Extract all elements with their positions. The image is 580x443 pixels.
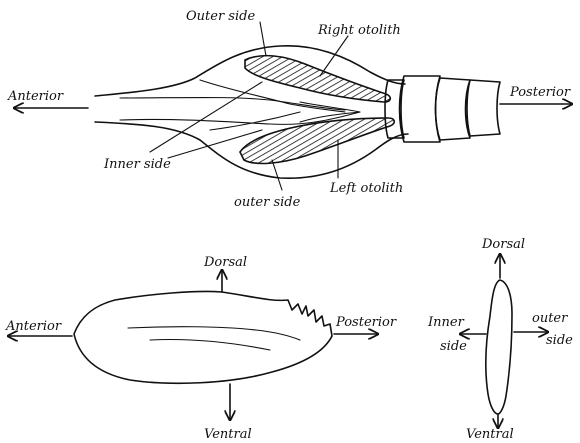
posterior-label-top: Posterior <box>509 85 571 100</box>
right-otolith-shape <box>245 56 390 102</box>
outer-label-cross: outer <box>532 311 568 326</box>
ventral-label-cross: Ventral <box>466 427 514 442</box>
right-otolith-label: Right otolith <box>317 23 401 38</box>
inner-side-label: Inner side <box>103 157 171 172</box>
vertebra-3 <box>436 78 471 140</box>
ventral-label-lateral: Ventral <box>204 427 252 442</box>
right-otolith-leader <box>320 36 348 76</box>
sulcus-line-1 <box>128 327 300 340</box>
outer-side-label-bottom: outer side <box>234 195 301 210</box>
otolith-cross-section: Dorsal Inner side outer side Ventral <box>427 237 573 442</box>
outer-side-label-cross: side <box>546 333 573 348</box>
inner-side-label-cross: side <box>440 339 467 354</box>
outer-side-leader-bottom <box>272 160 282 190</box>
dorsal-label-lateral: Dorsal <box>203 255 247 270</box>
otolith-lateral-view: Dorsal Anterior Posterior Ventral <box>5 255 397 442</box>
inner-label-cross: Inner <box>427 315 465 330</box>
cross-section-outline <box>486 280 512 414</box>
sulcus-line-2 <box>150 339 270 350</box>
anterior-label-top: Anterior <box>7 89 64 104</box>
outer-side-label-top: Outer side <box>186 9 255 24</box>
posterior-label-lateral: Posterior <box>335 315 397 330</box>
anterior-label-lateral: Anterior <box>5 319 62 334</box>
vertebra-4 <box>467 80 500 136</box>
outer-side-leader-top <box>260 22 266 56</box>
dorsal-label-cross: Dorsal <box>481 237 525 252</box>
head-dorsal-view: Outer side Right otolith Anterior Poster… <box>7 9 572 210</box>
vertebra-2 <box>400 76 441 142</box>
left-otolith-shape <box>240 118 394 163</box>
left-otolith-label: Left otolith <box>329 181 403 196</box>
inner-side-leader-1 <box>150 82 262 152</box>
